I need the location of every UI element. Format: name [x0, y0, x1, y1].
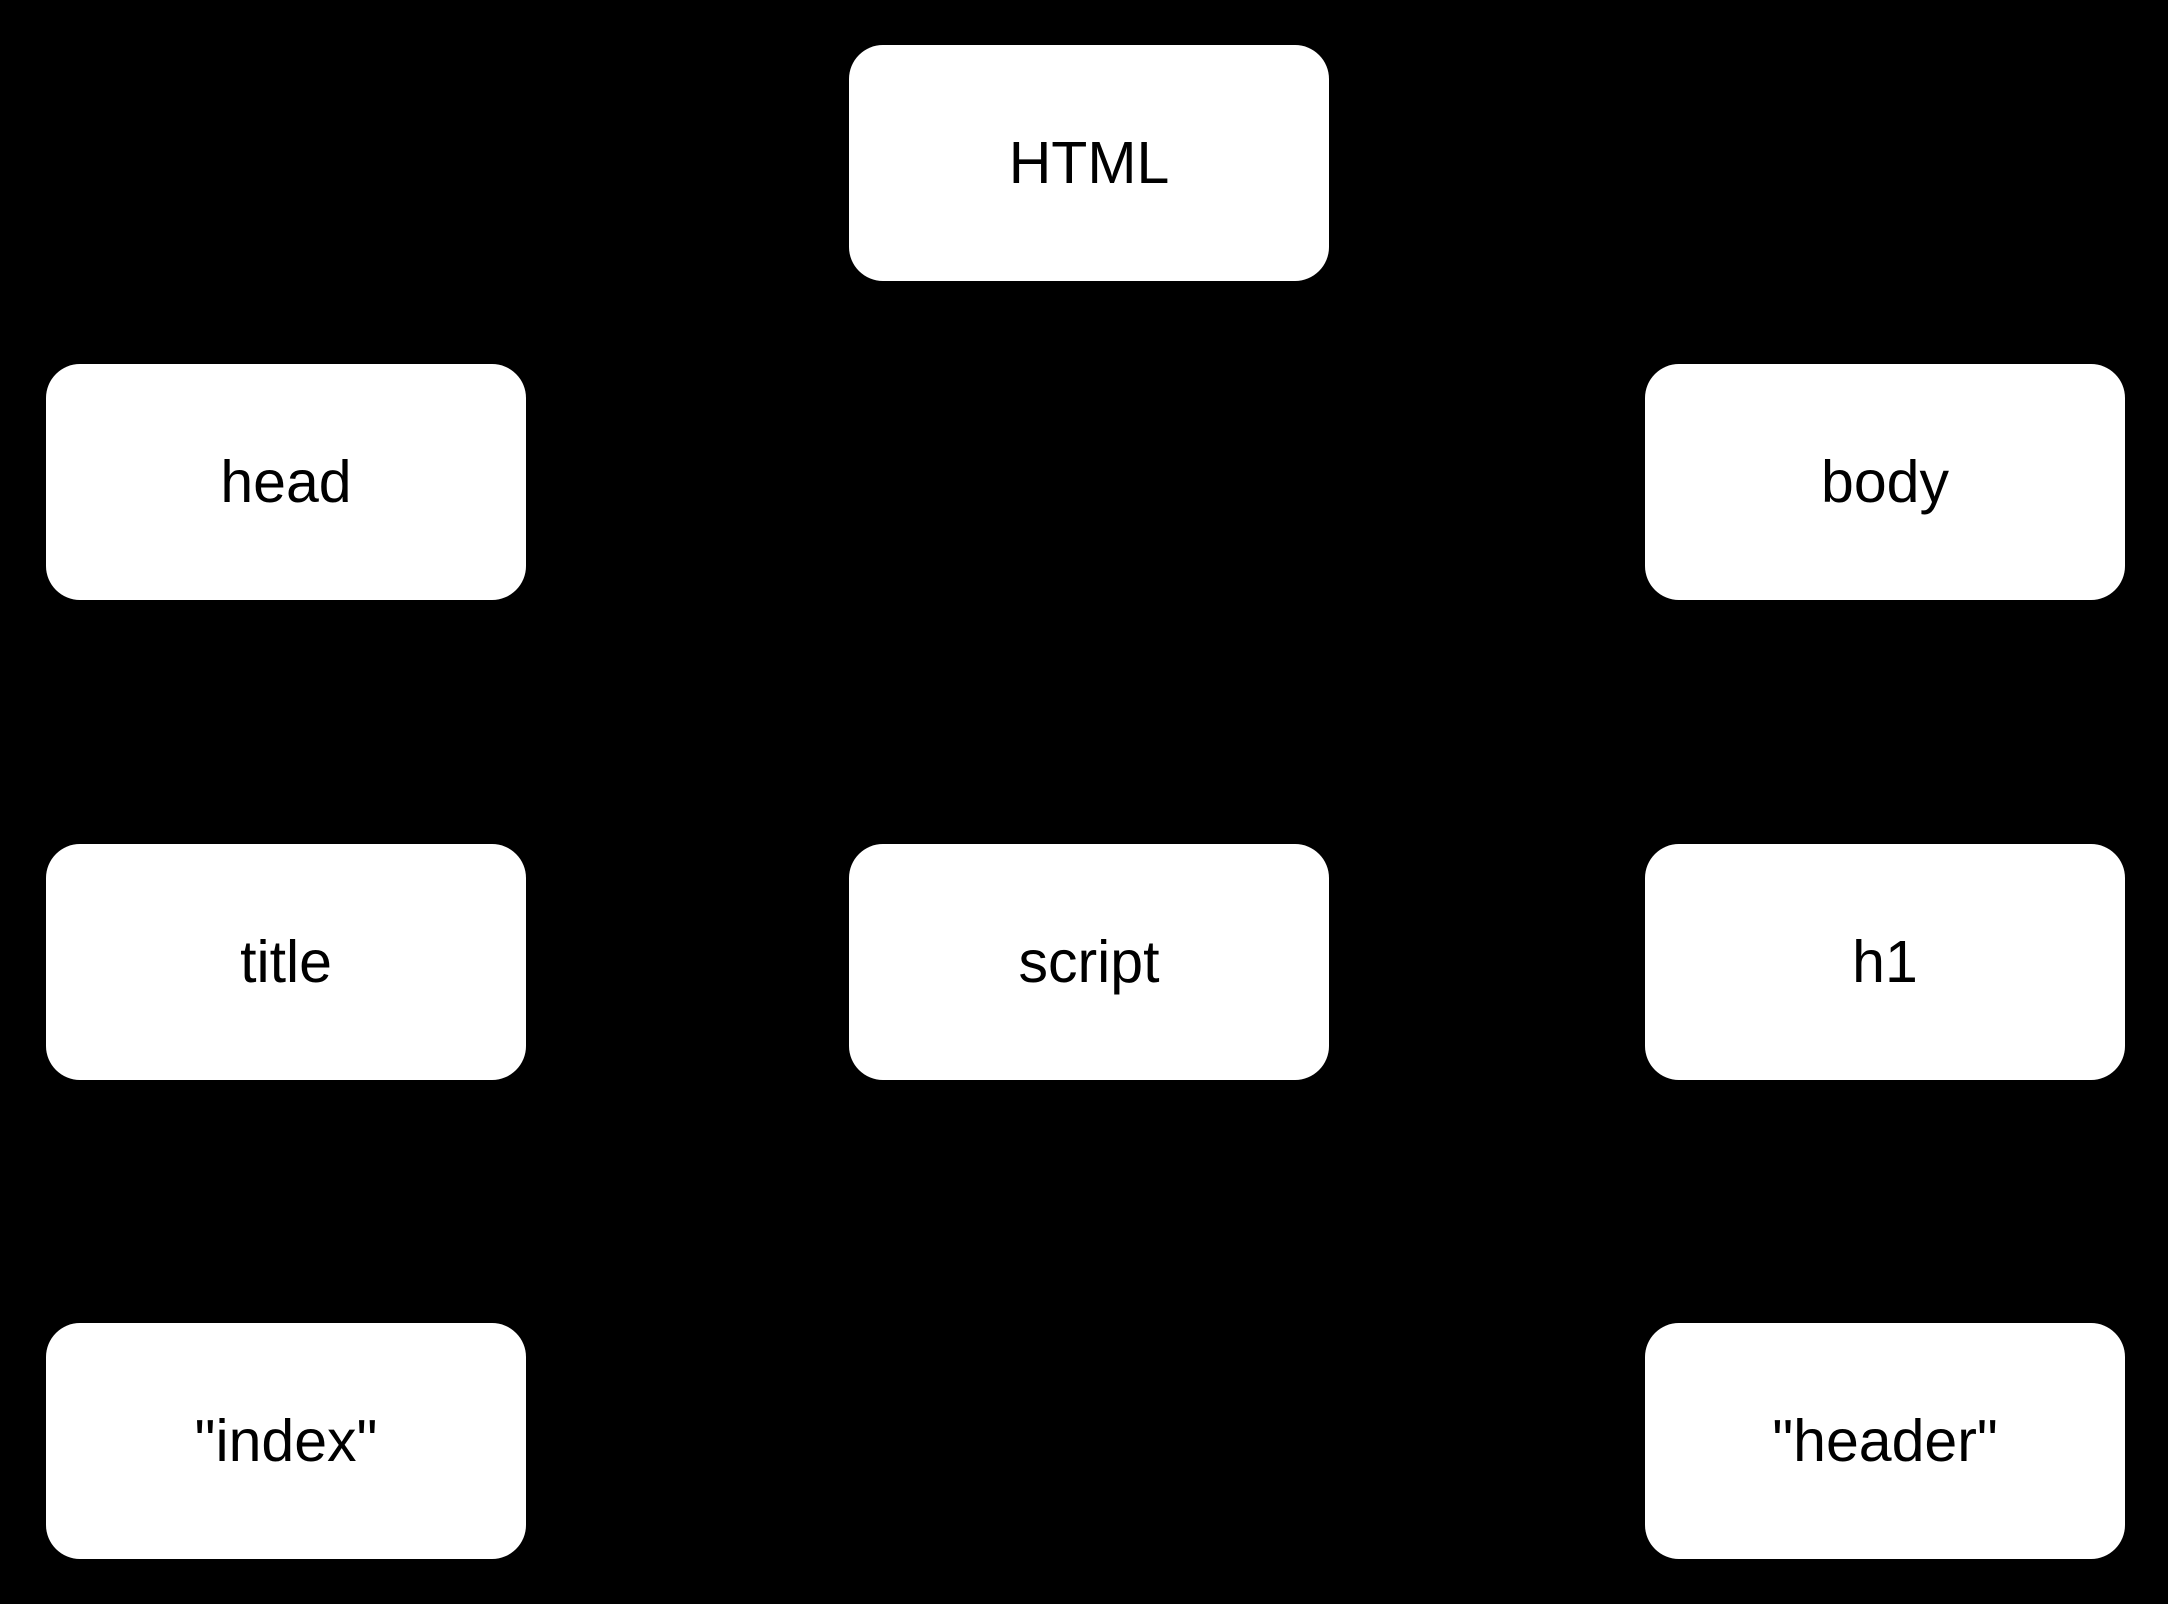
node-index-string: "index": [46, 1323, 526, 1559]
node-label: "header": [1772, 1407, 1998, 1474]
node-head: head: [46, 364, 526, 600]
node-label: script: [1018, 928, 1160, 995]
node-label: HTML: [1008, 129, 1170, 196]
node-title: title: [46, 844, 526, 1080]
node-script: script: [849, 844, 1329, 1080]
node-html: HTML: [849, 45, 1329, 281]
node-label: "index": [194, 1407, 378, 1474]
node-h1: h1: [1645, 844, 2125, 1080]
node-label: h1: [1852, 928, 1918, 995]
node-header-string: "header": [1645, 1323, 2125, 1559]
node-label: body: [1821, 448, 1949, 515]
node-body: body: [1645, 364, 2125, 600]
node-label: title: [240, 928, 332, 995]
node-label: head: [220, 448, 352, 515]
